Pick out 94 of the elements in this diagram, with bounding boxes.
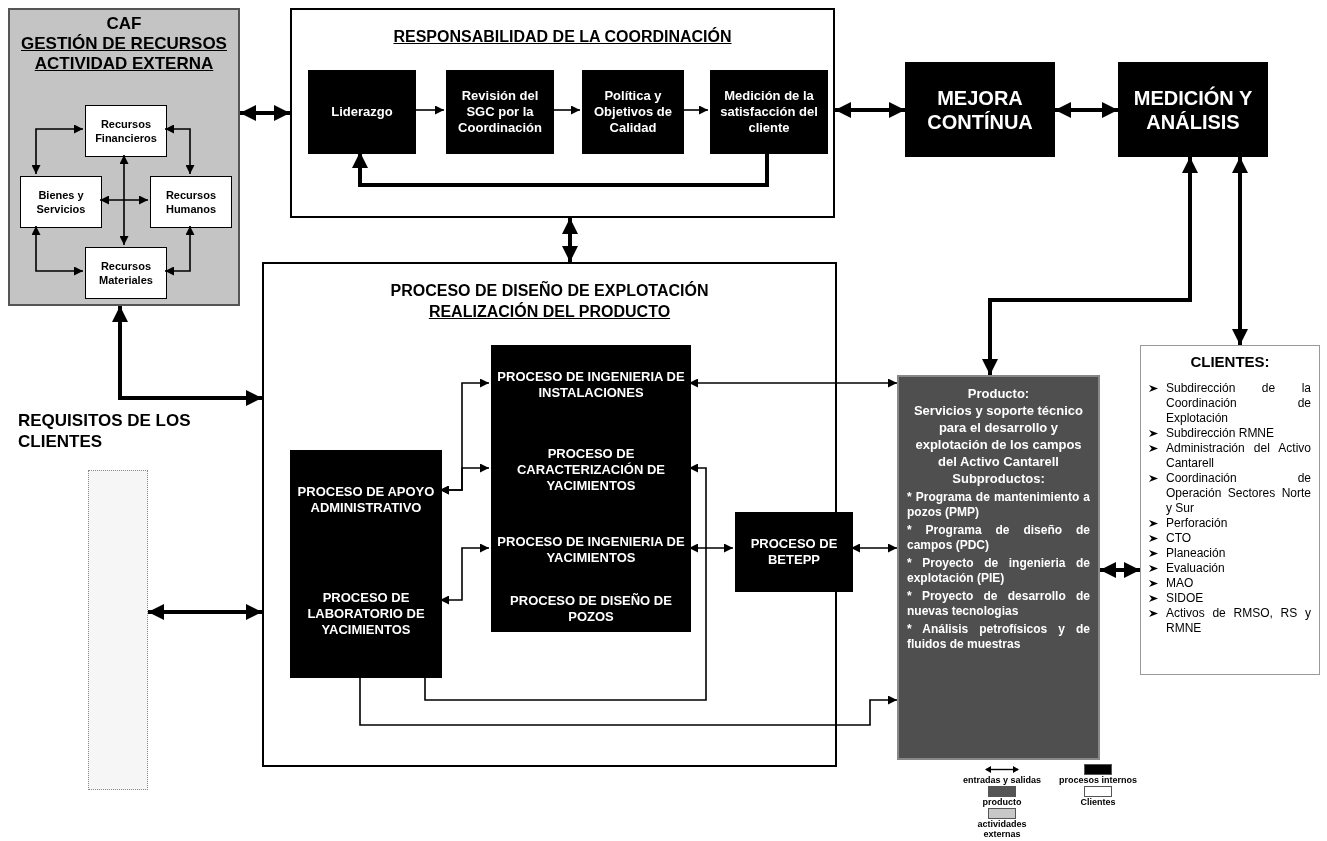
arrow bbox=[439, 543, 490, 605]
legend-label: actividades externas bbox=[976, 819, 1028, 839]
legend-label: entradas y salidas bbox=[962, 775, 1041, 785]
arrow bbox=[1232, 157, 1248, 345]
product-text: Producto: bbox=[966, 385, 1031, 402]
product-item: * Análisis petrofísicos y de fluidos de muestras bbox=[907, 622, 1090, 652]
process-box bbox=[446, 70, 554, 154]
arrow bbox=[1100, 562, 1140, 578]
process-box bbox=[491, 585, 691, 632]
box-label: Medición de la satisfacción del cliente bbox=[719, 88, 819, 136]
arrow bbox=[681, 105, 709, 115]
client-item: SIDOE bbox=[1166, 591, 1204, 606]
legend-label: producto bbox=[982, 797, 1022, 807]
box-label: PROCESO DE CARACTERIZACIÓN DE YACIMIENTOS bbox=[515, 446, 667, 494]
process-box bbox=[491, 345, 691, 425]
process-box bbox=[1118, 62, 1268, 157]
clients-heading: CLIENTES: bbox=[1189, 354, 1271, 369]
resource-box bbox=[20, 176, 102, 228]
arrow bbox=[562, 218, 578, 262]
client-item: Perforación bbox=[1166, 516, 1228, 531]
box-label: Política y Objetivos de Calidad bbox=[593, 88, 673, 136]
arrow bbox=[835, 102, 905, 118]
process-box bbox=[735, 512, 853, 592]
product-item: * Programa de diseño de campos (PDC) bbox=[907, 523, 1090, 553]
box-label: PROCESO DE BETEPP bbox=[749, 536, 839, 568]
arrow bbox=[99, 195, 149, 205]
product-panel bbox=[897, 375, 1100, 760]
arrow bbox=[982, 157, 1198, 375]
resource-box bbox=[85, 247, 167, 299]
box bbox=[88, 470, 148, 790]
process-box bbox=[290, 450, 442, 550]
process-box bbox=[290, 550, 442, 678]
box-label: Recursos Financieros bbox=[94, 117, 158, 145]
client-item: Activos de RMSO, RS y RMNE bbox=[1166, 606, 1311, 636]
legend-label: Clientes bbox=[1080, 797, 1116, 807]
arrow bbox=[240, 105, 290, 121]
box-label: Liderazgo bbox=[331, 104, 393, 120]
resource-box bbox=[85, 105, 167, 157]
box-label: PROCESO DE DISEÑO DE POZOS bbox=[509, 592, 673, 625]
client-item: Subdirección RMNE bbox=[1166, 426, 1275, 441]
resource-group-panel bbox=[8, 8, 240, 306]
legend-label: procesos internos bbox=[1059, 775, 1137, 785]
arrow bbox=[352, 152, 769, 187]
client-item: Subdirección de la Coordinación de Explotación bbox=[1166, 381, 1311, 426]
box-label: PROCESO DE INGENIERIA DE YACIMIENTOS bbox=[496, 534, 686, 566]
process-box bbox=[308, 70, 416, 154]
arrow bbox=[148, 604, 262, 620]
product-item: * Proyecto de desarrollo de nuevas tecnologias bbox=[907, 589, 1090, 619]
process-box bbox=[710, 70, 828, 154]
arrow bbox=[31, 124, 84, 175]
box-label: PROCESO DE INGENIERIA DE INSTALACIONES bbox=[496, 369, 686, 401]
product-item: * Proyecto de ingenieria de explotación (PIE) bbox=[907, 556, 1090, 586]
clients-panel bbox=[1140, 345, 1320, 675]
arrow bbox=[1055, 102, 1118, 118]
arrow bbox=[413, 105, 445, 115]
client-item: MAO bbox=[1166, 576, 1194, 591]
client-item: Evaluación bbox=[1166, 561, 1225, 576]
box-label: Bienes y Servicios bbox=[35, 188, 87, 216]
arrow bbox=[424, 463, 707, 701]
box-label: Recursos Materiales bbox=[98, 259, 154, 287]
client-item: CTO bbox=[1166, 531, 1192, 546]
group-heading: CAF bbox=[106, 14, 142, 34]
group-heading: RESPONSABILIDAD DE LA COORDINACIÓN bbox=[393, 26, 732, 47]
arrow bbox=[850, 543, 898, 553]
group-heading: PROCESO DE DISEÑO DE EXPLOTACIÓN bbox=[390, 280, 709, 301]
client-item: Administración del Activo Cantarell bbox=[1166, 441, 1311, 471]
box-label: Recursos Humanos bbox=[164, 188, 218, 216]
group-frame bbox=[290, 8, 835, 218]
process-box bbox=[905, 62, 1055, 157]
arrow bbox=[31, 225, 84, 276]
process-box bbox=[582, 70, 684, 154]
side-heading: REQUISITOS DE LOS CLIENTES bbox=[18, 410, 192, 452]
box-label: PROCESO DE LABORATORIO DE YACIMIENTOS bbox=[306, 590, 426, 638]
arrow bbox=[439, 463, 490, 495]
arrow bbox=[359, 675, 898, 726]
box-label: MEDICIÓN Y ANÁLISIS bbox=[1132, 85, 1254, 134]
arrow bbox=[164, 124, 195, 175]
box-label: Revisión del SGC por la Coordinación bbox=[457, 88, 543, 136]
product-text: Servicios y soporte técnico para el desarrollo y explotación de los campos del Activo Cantarell bbox=[912, 402, 1085, 470]
box-label: MEJORA CONTÍNUA bbox=[926, 85, 1034, 134]
arrow bbox=[119, 154, 129, 246]
product-text: Subproductos: bbox=[951, 470, 1046, 487]
product-item: * Programa de mantenimiento a pozos (PMP) bbox=[907, 490, 1090, 520]
arrow bbox=[164, 225, 195, 276]
arrow bbox=[688, 378, 898, 388]
client-item: Coordinación de Operación Sectores Norte y Sur bbox=[1166, 471, 1311, 516]
arrow bbox=[688, 543, 734, 553]
arrow bbox=[551, 105, 581, 115]
group-heading: GESTIÓN DE RECURSOS ACTIVIDAD EXTERNA bbox=[20, 34, 228, 74]
group-heading: REALIZACIÓN DEL PRODUCTO bbox=[428, 301, 671, 322]
arrow bbox=[112, 306, 262, 406]
resource-box bbox=[150, 176, 232, 228]
client-item: Planeación bbox=[1166, 546, 1226, 561]
box-label: PROCESO DE APOYO ADMINISTRATIVO bbox=[296, 484, 436, 516]
